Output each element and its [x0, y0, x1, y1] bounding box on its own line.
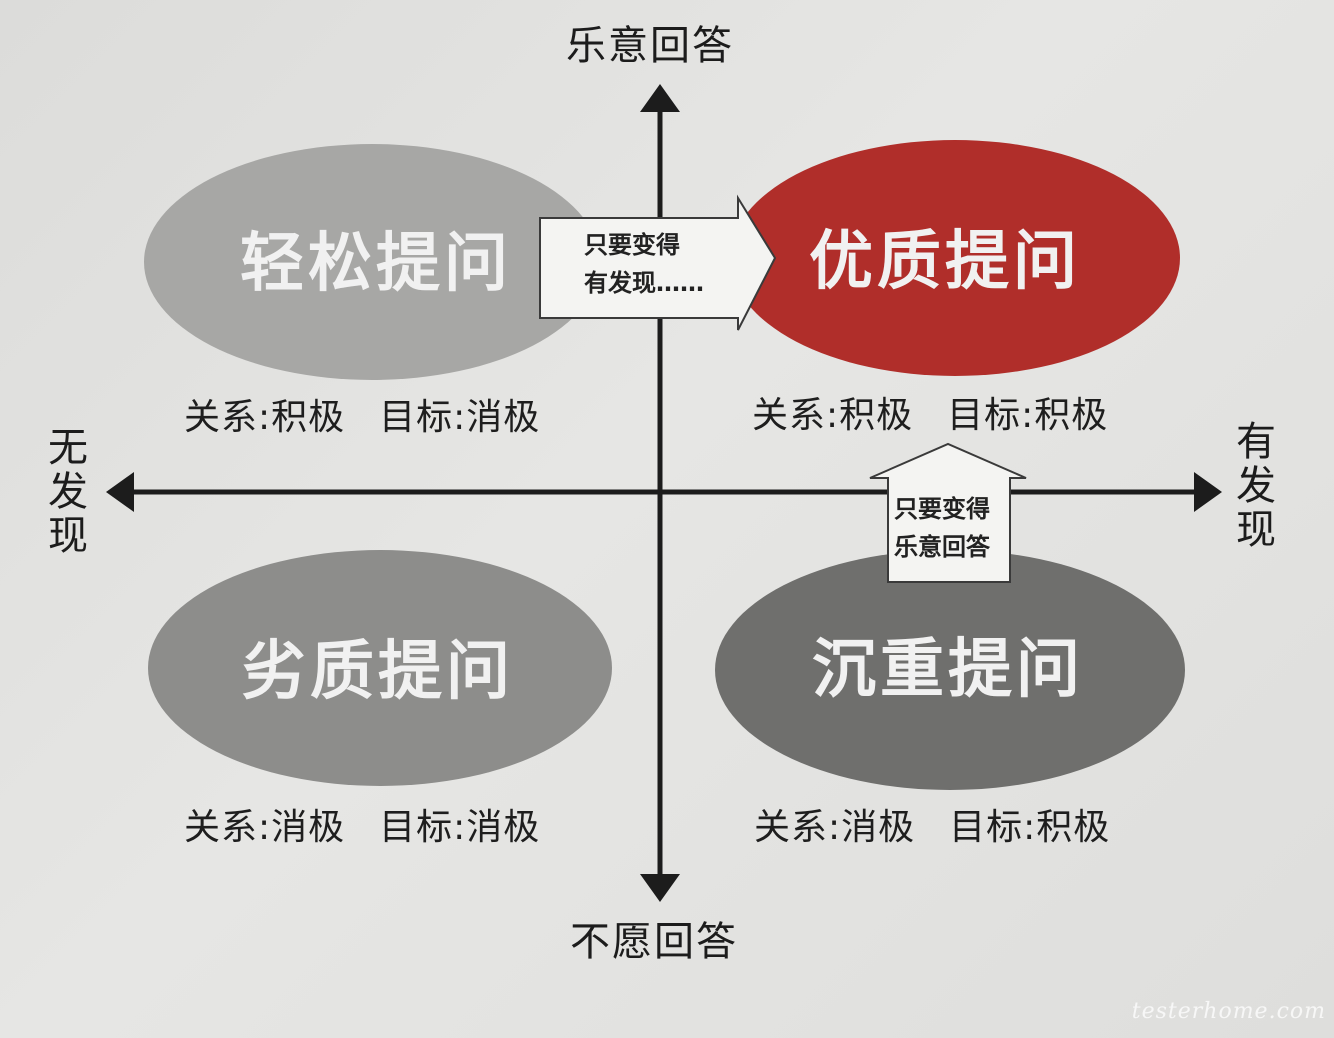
goal-text: 目标:消极 [379, 397, 541, 438]
callout-arrow-up [869, 442, 1027, 583]
goal-text: 目标:积极 [947, 395, 1109, 436]
callout-right-line1: 只要变得 [584, 231, 680, 259]
arrow-right-icon [1194, 472, 1222, 512]
quadrant-title-bottom-left: 劣质提问 [242, 635, 514, 709]
axis-label-bottom: 不愿回答 [570, 919, 738, 965]
ellipse-bottom-left [148, 550, 612, 786]
axis-label-top: 乐意回答 [566, 23, 734, 69]
quadrant-title-top-right: 优质提问 [809, 225, 1081, 299]
ellipse-top-right [730, 140, 1180, 376]
arrow-down-icon [640, 874, 680, 902]
quadrant-title-top-left: 轻松提问 [240, 227, 512, 301]
callout-up-line1: 只要变得 [894, 495, 990, 523]
goal-text: 目标:消极 [379, 807, 541, 848]
axis-label-right: 有发现 [1229, 420, 1275, 552]
attributes-top-left: 关系:积极目标:消极 [184, 400, 540, 436]
ellipse-bottom-right [715, 550, 1185, 790]
ellipse-top-left [144, 144, 600, 380]
relation-text: 关系:消极 [754, 807, 916, 848]
callout-right-text: 只要变得 有发现…… [584, 226, 704, 302]
relation-text: 关系:积极 [184, 397, 346, 438]
arrow-up-icon [640, 84, 680, 112]
callout-up-text: 只要变得 乐意回答 [894, 490, 990, 566]
arrow-left-icon [106, 472, 134, 512]
callout-right-line2: 有发现…… [584, 269, 704, 297]
callout-arrow-right [539, 194, 777, 331]
attributes-top-right: 关系:积极目标:积极 [752, 398, 1108, 434]
attributes-bottom-left: 关系:消极目标:消极 [184, 810, 540, 846]
relation-text: 关系:消极 [184, 807, 346, 848]
relation-text: 关系:积极 [752, 395, 914, 436]
attributes-bottom-right: 关系:消极目标:积极 [754, 810, 1110, 846]
watermark: testerhome.com [1131, 999, 1326, 1024]
callout-up-line2: 乐意回答 [894, 533, 990, 561]
goal-text: 目标:积极 [949, 807, 1111, 848]
quadrant-title-bottom-right: 沉重提问 [812, 633, 1084, 707]
axis-label-left: 无发现 [41, 426, 87, 558]
